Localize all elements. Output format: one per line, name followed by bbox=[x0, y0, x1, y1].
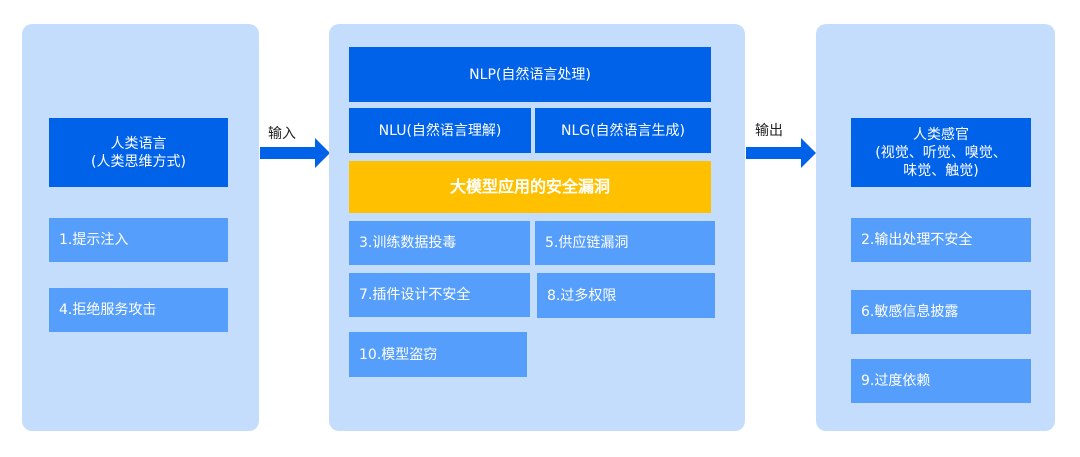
human-senses-subtitle: (视觉、听觉、嗅觉、 bbox=[875, 144, 1007, 161]
vuln-item: 10.模型盗窃 bbox=[349, 332, 527, 377]
human-language-title: 人类语言 bbox=[110, 135, 167, 152]
input-label: 输入 bbox=[268, 126, 296, 142]
output-label: 输出 bbox=[755, 123, 783, 139]
vuln-item: 5.供应链漏洞 bbox=[535, 221, 715, 265]
vuln-item: 4.拒绝服务攻击 bbox=[49, 288, 228, 332]
nlu-box: NLU(自然语言理解) bbox=[349, 108, 531, 153]
vuln-item: 6.敏感信息披露 bbox=[851, 290, 1031, 334]
vuln-item: 2.输出处理不安全 bbox=[851, 218, 1031, 262]
vuln-item: 7.插件设计不安全 bbox=[349, 273, 530, 317]
human-senses-subtitle2: 味觉、触觉) bbox=[903, 162, 979, 179]
vuln-item: 1.提示注入 bbox=[49, 218, 228, 262]
output-arrow-icon bbox=[746, 138, 816, 168]
nlp-box: NLP(自然语言处理) bbox=[349, 47, 711, 102]
human-senses-box: 人类感官 (视觉、听觉、嗅觉、 味觉、触觉) bbox=[851, 118, 1031, 187]
human-language-subtitle: (人类思维方式) bbox=[91, 153, 186, 170]
vuln-title-box: 大模型应用的安全漏洞 bbox=[349, 161, 711, 213]
nlg-box: NLG(自然语言生成) bbox=[535, 108, 711, 153]
human-senses-title: 人类感官 bbox=[913, 126, 969, 143]
vuln-item: 8.过多权限 bbox=[537, 273, 715, 318]
vuln-item: 3.训练数据投毒 bbox=[349, 221, 530, 265]
vuln-item: 9.过度依赖 bbox=[851, 359, 1031, 403]
input-arrow-icon bbox=[260, 138, 330, 168]
human-language-box: 人类语言 (人类思维方式) bbox=[49, 118, 228, 187]
